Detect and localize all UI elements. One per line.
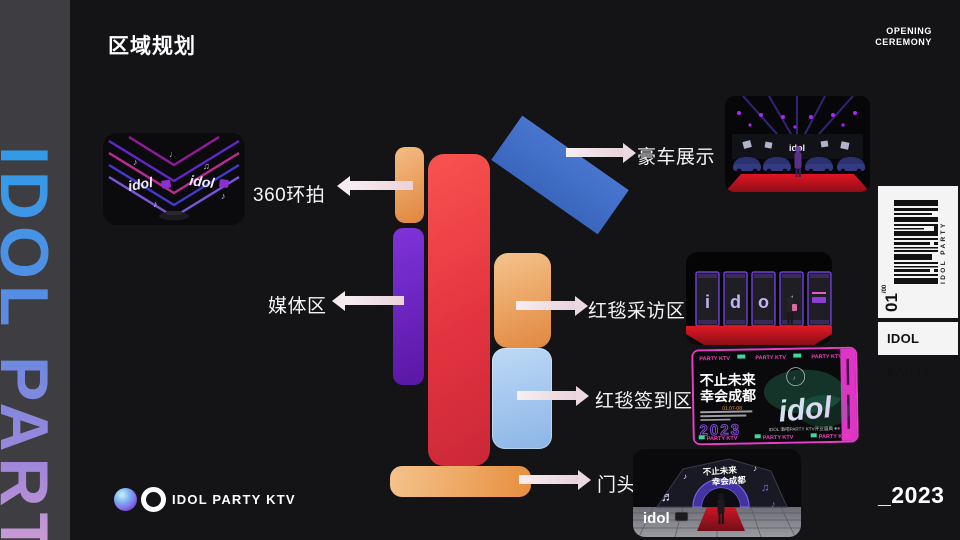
- page-title: 区域规划: [108, 35, 196, 58]
- zone-shape-main-hall: [428, 154, 490, 466]
- label-checkin: 红毯签到区: [595, 391, 693, 412]
- poster-strip-text: PARTY KTV: [819, 434, 850, 441]
- poster-event-line: IDOL 酒吧PARTY KTV开业盛典: [769, 425, 834, 433]
- panel-letter: d: [730, 292, 741, 312]
- poster-brand: idol: [777, 391, 834, 429]
- gate-brand: idol: [643, 510, 670, 527]
- photo-360-booth: idol idol ♪ ♫ ♪ ♪ ♩: [103, 133, 245, 225]
- barcode-icon: [894, 200, 938, 284]
- photo-entrance-gate: 不止未来 幸会成都 idol ♪ ♬ ♪ ♫ ♪: [633, 449, 801, 537]
- booth-brand-right: idol: [189, 172, 217, 191]
- arrow-door-icon: [519, 469, 591, 490]
- booth-brand-left: idol: [127, 174, 155, 194]
- arrow-car-icon: [566, 142, 636, 163]
- left-rail: IDOL PARTY: [0, 0, 70, 540]
- arrow-interview-icon: [516, 295, 588, 316]
- brand-strip: IDOL PARTY: [878, 322, 958, 379]
- barcode-number: 01/00: [882, 284, 901, 312]
- opening-line1: OPENING: [886, 26, 932, 36]
- svg-text:♪: ♪: [133, 157, 138, 167]
- svg-text:♫: ♫: [761, 482, 769, 494]
- panel-letter: i: [705, 292, 710, 312]
- opening-ceremony-label: OPENING CEREMONY: [875, 26, 932, 48]
- poster-slogan-line1: 不止未来: [700, 371, 757, 388]
- label-media: 媒体区: [268, 296, 327, 317]
- cars-icon: [733, 157, 865, 174]
- globe-logo-icon: [114, 488, 137, 511]
- zone-shape-interview: [494, 253, 551, 348]
- svg-text:♩: ♩: [169, 149, 178, 159]
- barcode-card: IDOL PARTY 01/00: [878, 186, 958, 318]
- footer-brand: IDOL PARTY KTV: [172, 492, 296, 507]
- svg-text:♪: ♪: [771, 499, 776, 509]
- music-notes-icon: ♪ ♫ ♪ ♪ ♩: [133, 149, 226, 209]
- photo-car-show: idol: [725, 96, 870, 192]
- poster-date: 01.07-08: [722, 406, 742, 412]
- poster-strip-text: PARTY KTV: [755, 355, 786, 362]
- music-notes-icon: ♪ ♬ ♪: [661, 464, 757, 504]
- year-label: _2023: [878, 482, 945, 508]
- svg-text:♬: ♬: [661, 489, 674, 504]
- arrow-checkin-icon: [517, 385, 589, 406]
- poster-strip-text: PARTY KTV: [707, 436, 738, 443]
- zone-shape-media: [393, 228, 424, 385]
- person-icon: [794, 146, 802, 177]
- svg-text:♪: ♪: [683, 472, 687, 481]
- poster-strip-text: PARTY KTV: [811, 354, 842, 361]
- zone-shape-car: [491, 115, 629, 235]
- poster-strip-text: PARTY KTV: [699, 356, 730, 363]
- svg-text:♪: ♪: [221, 191, 226, 201]
- panel-letter: o: [758, 292, 769, 312]
- label-interview: 红毯采访区: [588, 301, 686, 322]
- svg-text:♪: ♪: [793, 376, 796, 382]
- poster-year: 2023: [699, 422, 741, 440]
- photo-interview-area: i d o l: [686, 252, 832, 345]
- label-360: 360环拍: [253, 185, 326, 206]
- barcode-side-text: IDOL PARTY: [940, 221, 947, 284]
- person-icon: [786, 291, 797, 324]
- arrow-360-icon: [337, 175, 413, 196]
- ring-logo-icon: [141, 487, 166, 512]
- svg-text:♪: ♪: [153, 199, 158, 209]
- gate-slogan-line1: 不止未来: [702, 465, 737, 477]
- opening-line2: CEREMONY: [875, 37, 932, 47]
- label-door: 门头: [597, 475, 637, 496]
- arrow-media-icon: [332, 290, 404, 311]
- person-icon: [717, 493, 725, 524]
- photo-keyvisual-poster: PARTY KTV PARTY KTV PARTY KTV PARTY KTV …: [691, 346, 859, 446]
- music-notes-icon: ♫ ♪: [761, 482, 776, 509]
- label-car: 豪车展示: [637, 147, 716, 168]
- poster-strip-text: PARTY KTV: [763, 435, 794, 442]
- svg-text:♫: ♫: [203, 161, 210, 171]
- gate-slogan-line2: 幸会成都: [711, 475, 746, 487]
- rail-vertical-brand: IDOL PARTY: [0, 146, 62, 540]
- poster-slogan-line2: 幸会成都: [700, 387, 756, 404]
- svg-text:♪: ♪: [753, 464, 757, 473]
- zone-shape-door: [390, 466, 531, 497]
